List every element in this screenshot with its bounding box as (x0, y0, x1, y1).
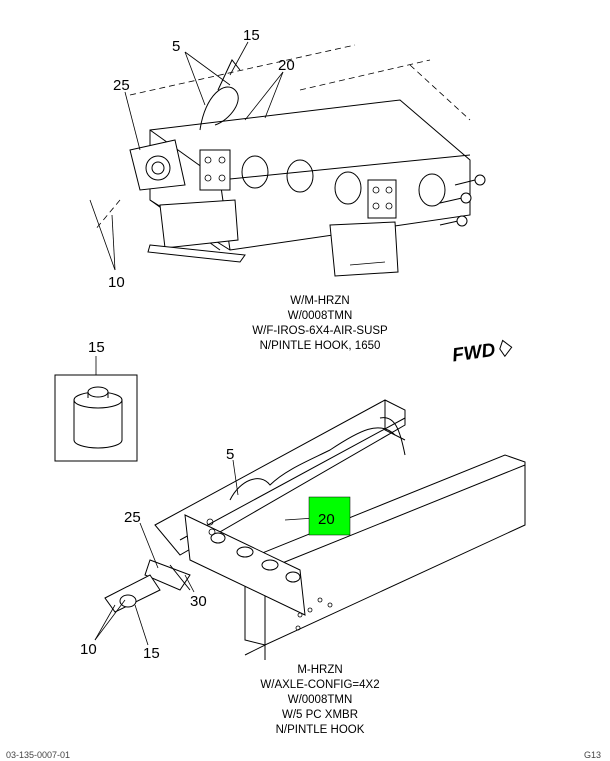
inset-callout-15: 15 (88, 339, 105, 356)
bottom-callout-15: 15 (143, 645, 160, 662)
bottom-caption-line-1: M-HRZN (297, 664, 342, 676)
forward-direction-indicator: FWD (451, 339, 513, 367)
sealant-can-icon (73, 399, 123, 449)
fwd-label: FWD (451, 340, 497, 367)
bottom-callout-10: 10 (80, 641, 97, 658)
bottom-callout-30: 30 (190, 593, 207, 610)
top-callout-25: 25 (113, 77, 130, 94)
top-caption: W/M-HRZN W/0008TMN W/F-IROS-6X4-AIR-SUSP… (252, 295, 388, 352)
forward-arrow-icon (499, 339, 513, 358)
bottom-assembly-drawing (94, 399, 526, 660)
top-caption-line-1: W/M-HRZN (290, 295, 349, 307)
bottom-caption-line-4: W/5 PC XMBR (282, 709, 358, 721)
top-assembly-drawing (89, 41, 486, 277)
bottom-caption-line-2: W/AXLE-CONFIG=4X2 (260, 679, 379, 691)
sealant-can-inset (54, 374, 138, 462)
bottom-caption-line-3: W/0008TMN (288, 694, 353, 706)
top-callout-20: 20 (278, 57, 295, 74)
bottom-callout-25: 25 (124, 509, 141, 526)
top-callout-15: 15 (243, 27, 260, 44)
top-callout-5: 5 (172, 38, 180, 55)
footer-page-id: G13 (584, 750, 601, 760)
highlight-box-20[interactable] (308, 496, 351, 536)
top-callout-10: 10 (108, 274, 125, 291)
bottom-caption-line-5: N/PINTLE HOOK (276, 724, 365, 736)
bottom-callout-5: 5 (226, 446, 234, 463)
footer-figure-id: 03-135-0007-01 (6, 750, 70, 760)
bottom-callout-20[interactable]: 20 (318, 511, 335, 528)
top-caption-line-2: W/0008TMN (288, 310, 353, 322)
top-caption-line-3: W/F-IROS-6X4-AIR-SUSP (252, 325, 388, 337)
bottom-caption: M-HRZN W/AXLE-CONFIG=4X2 W/0008TMN W/5 P… (260, 664, 379, 736)
top-caption-line-4: N/PINTLE HOOK, 1650 (260, 340, 381, 352)
